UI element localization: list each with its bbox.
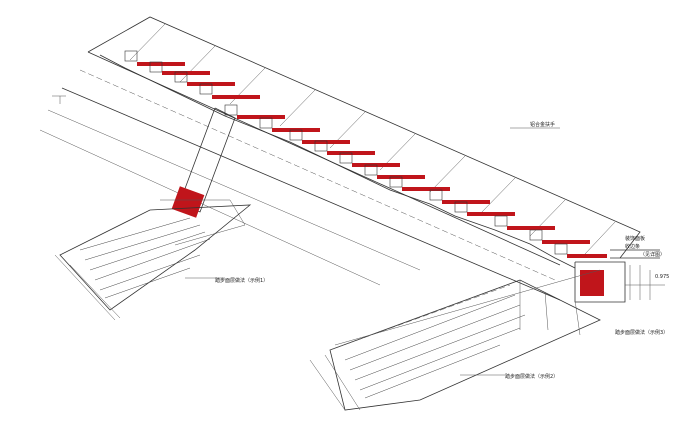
left-foundation — [54, 204, 252, 321]
right-top-label-1: 装饰面板 — [625, 235, 645, 242]
tread-13 — [454, 201, 468, 213]
tread-bar-4 — [212, 95, 260, 99]
tread-14 — [494, 215, 508, 227]
upper-right-label: 铝合金扶手 — [530, 121, 555, 128]
tread-bar-16 — [567, 254, 607, 258]
tread-bar-15 — [542, 240, 590, 244]
left-bottom-label: 踏步面层做法（示例1） — [215, 277, 268, 284]
right-top-label-2: 收边条 — [625, 243, 640, 250]
tread-12 — [429, 189, 443, 201]
right-top-label-3: （见详图） — [640, 251, 665, 258]
tread-1 — [124, 50, 138, 62]
tread-bar-1 — [137, 62, 185, 66]
right-foundation — [309, 269, 601, 411]
tread-bar-7 — [302, 140, 350, 144]
tread-bar-5 — [237, 115, 285, 119]
left-support-column — [160, 107, 246, 246]
tread-4 — [199, 83, 213, 95]
tread-3 — [174, 71, 188, 83]
right-mid-label: 踏步面层做法（示例3） — [615, 329, 668, 336]
tread-bar-14 — [507, 226, 555, 230]
tread-bar-13 — [467, 212, 515, 216]
tread-2 — [149, 61, 163, 73]
right-bottom-label: 踏步面层做法（示例2） — [505, 373, 558, 380]
tread-11 — [389, 176, 403, 188]
tread-8 — [314, 140, 328, 152]
upper-panel-grid — [129, 23, 616, 255]
tread-bar-2 — [162, 71, 210, 75]
tread-15 — [529, 229, 543, 241]
tread-6 — [259, 117, 273, 129]
tread-9 — [339, 152, 353, 164]
tread-5 — [224, 104, 238, 116]
nosing-profile — [99, 54, 576, 269]
right-red-block — [580, 270, 604, 296]
dimension-label: 0.975 — [655, 274, 669, 280]
tread-16 — [554, 243, 568, 255]
left-red-block — [171, 186, 205, 218]
stair-treads — [124, 50, 607, 258]
tread-7 — [289, 129, 303, 141]
tread-10 — [364, 164, 378, 176]
stringer-outline — [39, 16, 641, 301]
tread-bar-11 — [402, 187, 450, 191]
